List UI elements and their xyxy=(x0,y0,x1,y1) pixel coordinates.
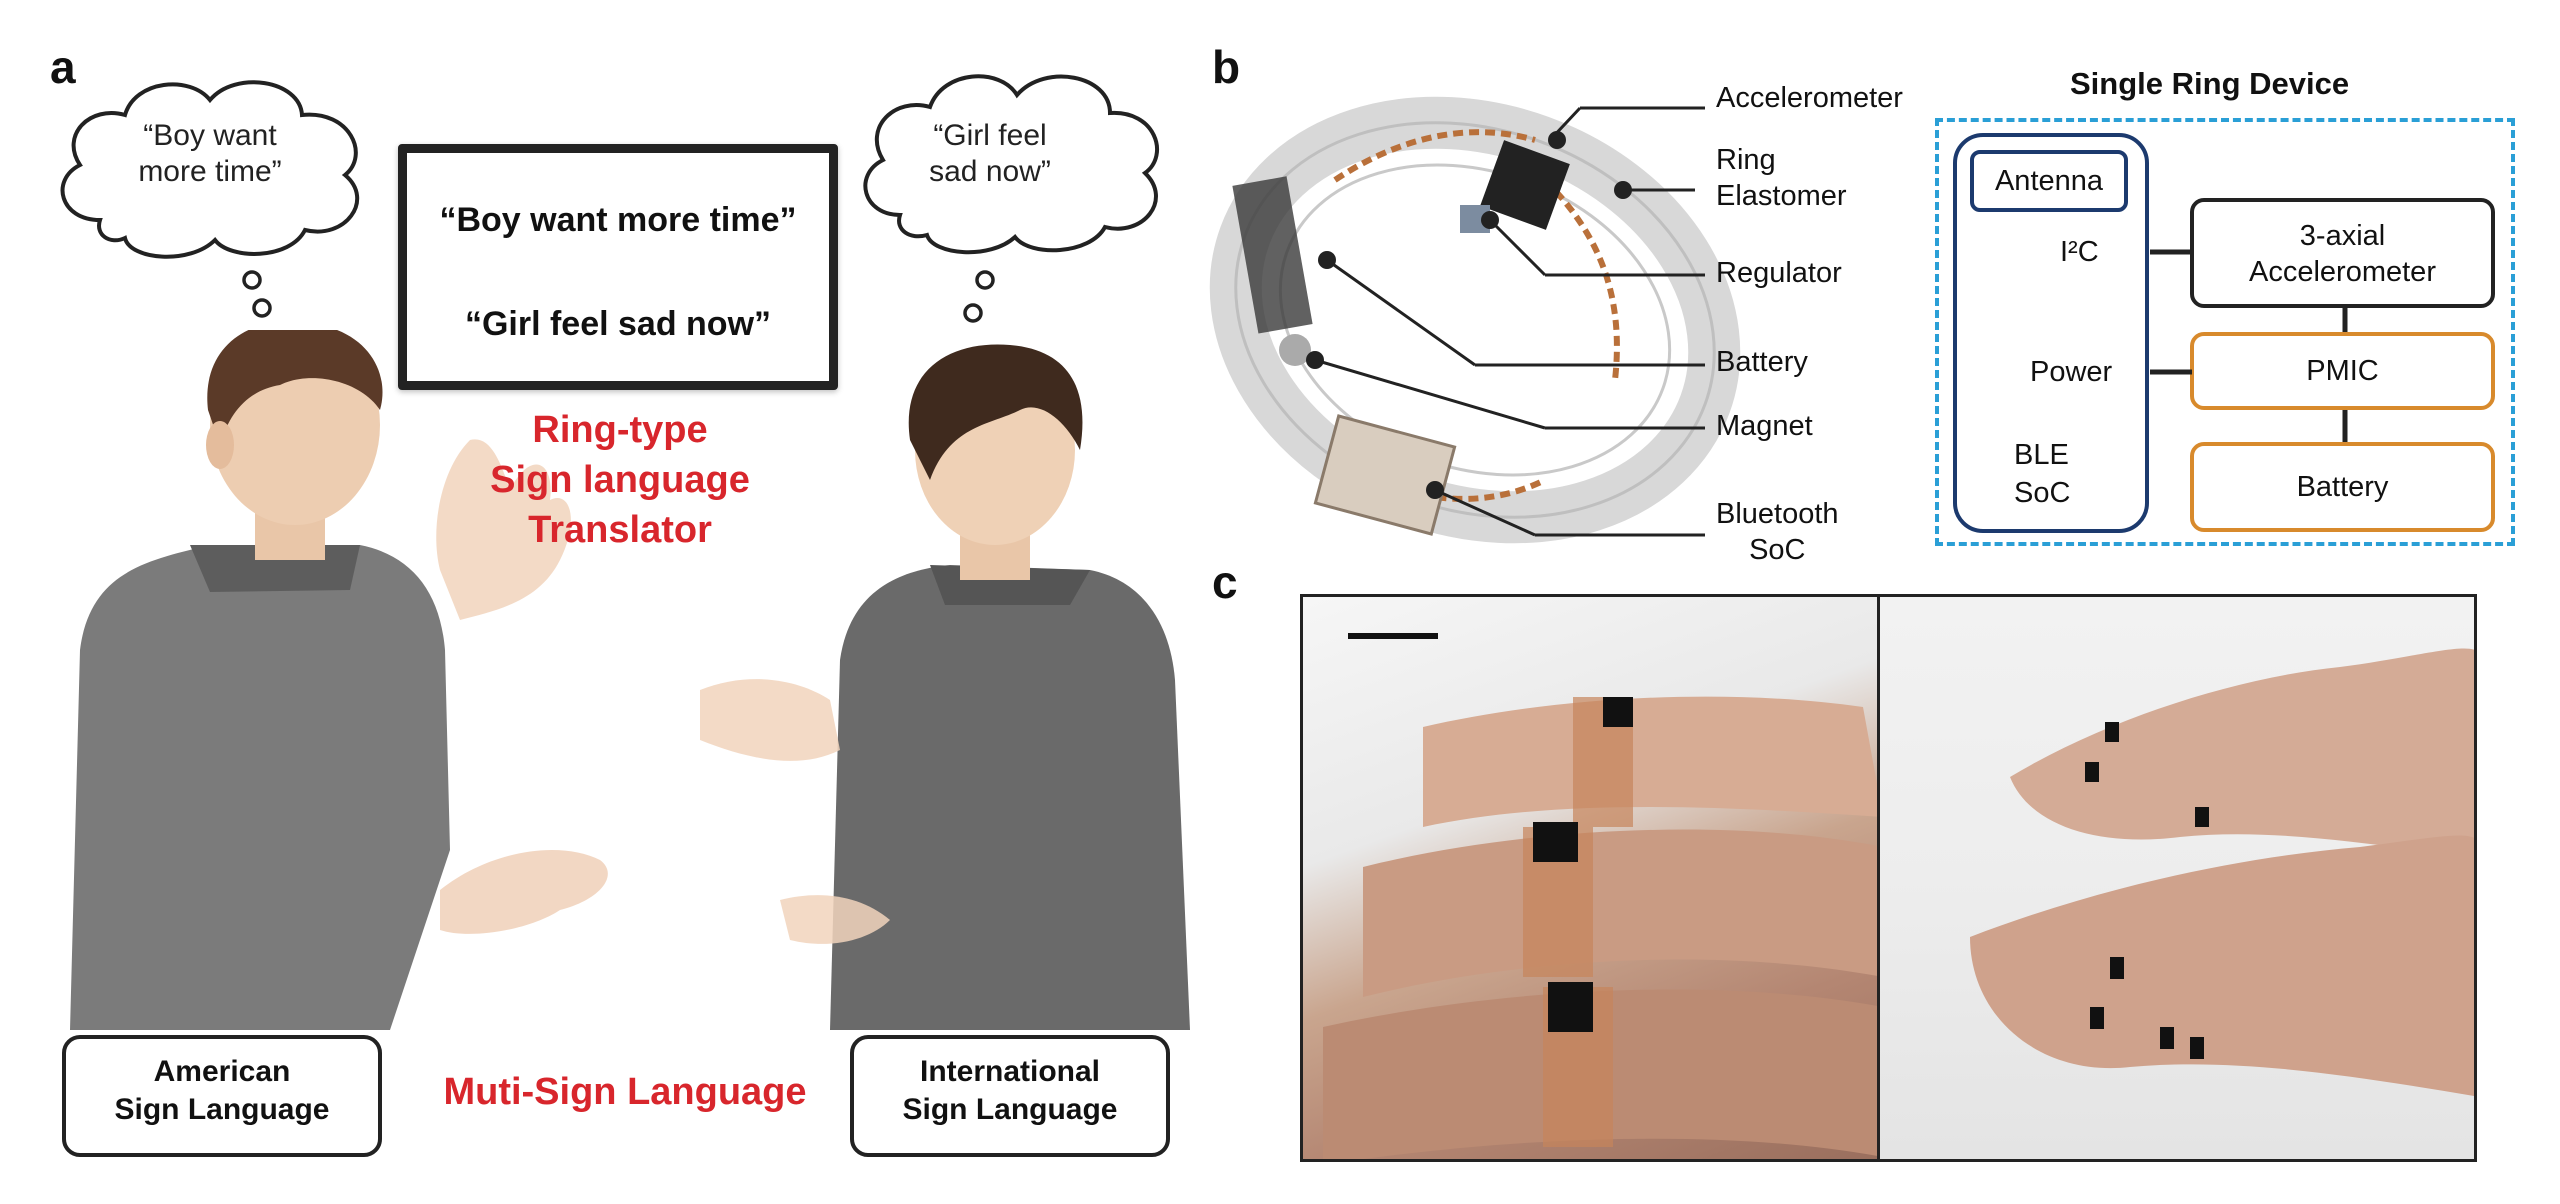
photo-hands-with-rings xyxy=(1877,594,2477,1162)
label-battery: Battery xyxy=(1716,346,1808,378)
ble-label: BLE xyxy=(2014,439,2069,471)
ring-translator-title: Ring-type Sign language Translator xyxy=(440,405,800,555)
pmic-block: PMIC xyxy=(2190,332,2495,410)
hand-shapes xyxy=(1970,648,2474,1097)
international-sign-language-box: International Sign Language xyxy=(850,1035,1170,1157)
ble-soc-label: BLE SoC xyxy=(2014,436,2070,512)
single-ring-device-title: Single Ring Device xyxy=(2070,66,2350,101)
label-bluetooth: Bluetooth xyxy=(1716,498,1839,530)
translation-display: “Boy want more time” “Girl feel sad now” xyxy=(398,144,838,390)
multi-sign-language-label: Muti-Sign Language xyxy=(443,1071,807,1113)
right-person-figure xyxy=(700,344,1190,1030)
scale-bar xyxy=(1348,633,1438,639)
right-bubble-line-2: sad now” xyxy=(929,155,1051,188)
diagram-connectors xyxy=(2150,249,2348,442)
left-box-line-1: American xyxy=(153,1055,291,1088)
finger-shapes xyxy=(1323,696,1877,1159)
right-bubble-text: “Girl feel sad now” xyxy=(890,118,1090,190)
left-bubble-text: “Boy want more time” xyxy=(95,118,325,190)
title-line-3: Translator xyxy=(528,509,712,551)
signers-illustration xyxy=(70,330,1190,1030)
accelerometer-block: 3-axial Accelerometer xyxy=(2190,198,2495,308)
american-sign-language-box: American Sign Language xyxy=(62,1035,382,1157)
label-bluetooth-soc: Bluetooth SoC xyxy=(1716,496,1839,568)
single-ring-device-frame xyxy=(1935,118,2515,546)
title-line-1: Ring-type xyxy=(532,409,708,451)
right-bubble-line-1: “Girl feel xyxy=(933,119,1047,152)
right-box-line-2: Sign Language xyxy=(902,1093,1118,1126)
thought-cloud-right xyxy=(863,74,1160,323)
label-accelerometer: Accelerometer xyxy=(1716,82,1903,114)
power-label: Power xyxy=(2030,356,2113,388)
label-ring-elastomer: Ring Elastomer xyxy=(1716,142,1847,214)
accel-line-2: Accelerometer xyxy=(2249,256,2436,288)
display-line-1: “Boy want more time” xyxy=(439,201,797,239)
left-bubble-line-1: “Boy want xyxy=(143,119,277,152)
i2c-label: I²C xyxy=(2060,236,2099,268)
label-elastomer: Elastomer xyxy=(1716,180,1847,212)
label-ring: Ring xyxy=(1716,144,1776,176)
display-line-2: “Girl feel sad now” xyxy=(464,305,772,343)
soc-label: SoC xyxy=(2014,477,2071,509)
label-soc: SoC xyxy=(1749,534,1806,566)
accel-line-1: 3-axial xyxy=(2299,220,2386,252)
title-line-2: Sign language xyxy=(490,459,750,501)
left-person-figure xyxy=(70,330,608,1030)
panel-label-c: c xyxy=(1212,556,1238,608)
label-regulator: Regulator xyxy=(1716,257,1842,289)
ring-device-illustration xyxy=(1209,96,1741,544)
panel-label-b: b xyxy=(1212,41,1241,93)
left-bubble-line-2: more time” xyxy=(138,155,282,188)
thought-cloud-left xyxy=(60,80,360,318)
label-magnet: Magnet xyxy=(1716,410,1813,442)
antenna-block: Antenna xyxy=(1970,150,2128,212)
panel-label-a: a xyxy=(50,41,76,93)
battery-block: Battery xyxy=(2190,442,2495,532)
photo-close-up-rings xyxy=(1300,594,1880,1162)
left-box-line-2: Sign Language xyxy=(114,1093,330,1126)
right-box-line-1: International xyxy=(919,1055,1100,1088)
